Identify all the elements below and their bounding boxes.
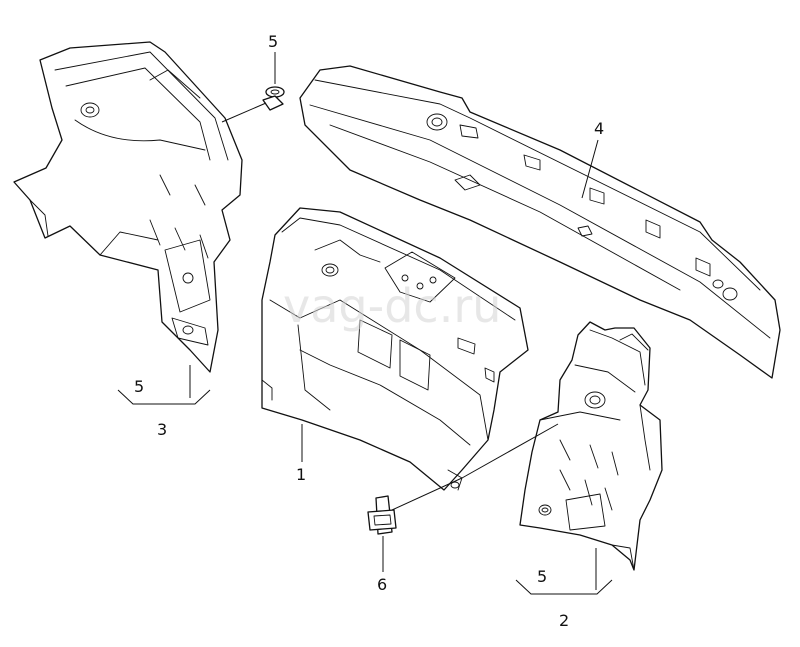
callout-5-group2: 5 bbox=[537, 567, 547, 586]
part-4-cross-member bbox=[299, 65, 781, 379]
callout-1: 1 bbox=[296, 465, 306, 484]
bracket-2 bbox=[515, 579, 613, 595]
part-5-fastener bbox=[262, 86, 285, 111]
callout-6: 6 bbox=[377, 575, 387, 594]
part-3-side-panel-left bbox=[13, 41, 243, 373]
callout-5-fastener: 5 bbox=[268, 32, 278, 51]
callout-5-group3: 5 bbox=[134, 377, 144, 396]
leader-5-to-panel3 bbox=[221, 102, 267, 123]
part-6-clip bbox=[367, 495, 397, 535]
part-2-side-panel-right bbox=[519, 321, 663, 571]
watermark: vag-dc.ru bbox=[283, 279, 501, 333]
leader-lines bbox=[117, 52, 613, 595]
callout-3: 3 bbox=[157, 420, 167, 439]
callout-4: 4 bbox=[594, 119, 604, 138]
bracket-3 bbox=[117, 389, 211, 405]
leader-4 bbox=[581, 139, 599, 199]
leader-2-extension bbox=[461, 423, 559, 479]
part-1-center-panel bbox=[261, 207, 529, 491]
leader-6-to-panel1 bbox=[391, 477, 463, 511]
callout-2: 2 bbox=[559, 611, 569, 630]
